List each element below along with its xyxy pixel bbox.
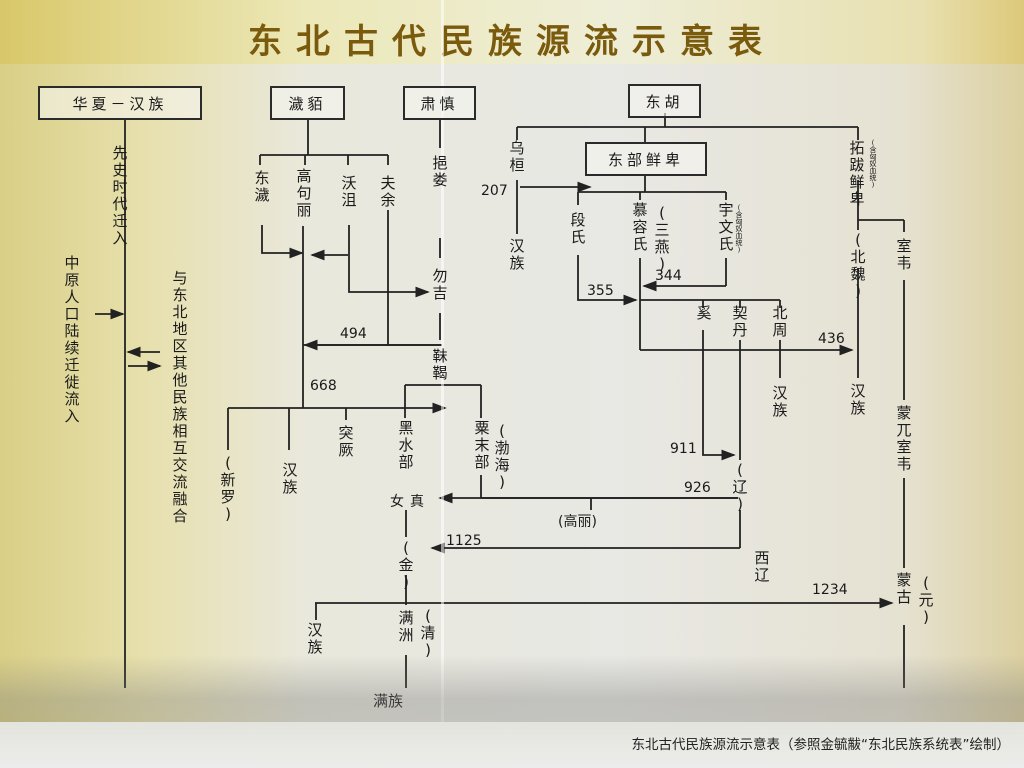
box-sushen: 肃慎 (403, 86, 476, 120)
year-926: 926 (684, 480, 711, 496)
label-wuju: 沃 沮 (341, 174, 357, 209)
box-huimo: 濊貊 (270, 86, 345, 120)
year-494: 494 (340, 326, 367, 342)
label-xianshi: 先 史 时 代 迁 入 (112, 144, 128, 247)
label-shiwei: 室 韦 (896, 237, 912, 272)
label-hanzu-4: 汉 族 (772, 384, 788, 419)
label-manzu: 满族 (373, 690, 403, 711)
label-tuoba-note: ( 含 匈 奴 血 统 ) (869, 139, 877, 189)
label-wuhuan: 乌 桓 (509, 139, 525, 174)
label-duanshi: 段 氏 (570, 211, 586, 246)
label-xi: 奚 (696, 304, 712, 322)
label-beizhou: 北 周 (772, 304, 788, 339)
year-668: 668 (310, 378, 337, 394)
label-donghui: 东 濊 (254, 169, 270, 204)
label-tujue: 突 厥 (338, 424, 354, 459)
label-menggu: 蒙 古 (896, 571, 912, 606)
label-yuwen-note: ( 含 匈 奴 血 统 ) (735, 204, 743, 254)
label-mohe: 靺 鞨 (432, 347, 448, 382)
year-911: 911 (670, 441, 697, 457)
glass-seam (441, 0, 444, 768)
page-title: 东北古代民族源流示意表 (248, 22, 776, 62)
label-qing: ( 清 ) (420, 607, 436, 659)
label-hanzu-3: 汉 族 (509, 237, 525, 272)
title-banner (0, 0, 1024, 64)
label-murongshi: 慕 容 氏 (632, 201, 648, 253)
box-huaxia: 华夏－汉族 (38, 86, 202, 120)
year-207: 207 (481, 183, 508, 199)
label-hanzu-5: 汉 族 (850, 382, 866, 417)
label-sumobu: 粟 末 部 (474, 419, 490, 471)
label-yu-dongbei: 与 东 北 地 区 其 他 民 族 相 互 交 流 融 合 (172, 269, 188, 525)
label-yuan: ( 元 ) (918, 574, 934, 626)
label-nvzhen: 女真 (390, 494, 430, 510)
label-manzhou: 满 洲 (398, 609, 414, 644)
label-hanzu-2: 汉 族 (307, 621, 323, 656)
year-355: 355 (587, 283, 614, 299)
label-jin: ( 金 ) (398, 539, 414, 591)
label-heishuibu: 黑 水 部 (398, 419, 414, 471)
box-donghu: 东胡 (628, 84, 701, 118)
label-sanyan: ( 三 燕 ) (654, 204, 670, 273)
label-wuji: 勿 吉 (432, 267, 448, 302)
label-xinluo: ( 新 罗 ) (220, 454, 236, 523)
label-bohai: ( 渤 海 ) (494, 422, 510, 491)
label-gaogouli: 高 句 丽 (296, 167, 312, 219)
caption-bar (0, 722, 1024, 768)
label-tuoba: 拓 跋 鲜 卑 (849, 139, 865, 208)
label-gaoli: (高丽) (558, 514, 597, 530)
year-436: 436 (818, 331, 845, 347)
label-hanzu-1: 汉 族 (282, 461, 298, 496)
label-beiwei: ( 北 魏 ) (850, 231, 866, 300)
year-344: 344 (655, 268, 682, 284)
year-1234: 1234 (812, 582, 848, 598)
label-yilou: 挹 娄 (432, 154, 448, 189)
year-1125: 1125 (446, 533, 482, 549)
box-dongbu-xianbei: 东部鲜卑 (585, 142, 707, 176)
label-fuyu: 夫 余 (380, 174, 396, 209)
caption: 东北古代民族源流示意表（参照金毓黻“东北民族系统表”绘制） (631, 737, 1011, 753)
label-mengwushiwei: 蒙 兀 室 韦 (896, 404, 912, 473)
landscape-decoration (0, 655, 1024, 735)
label-yuwenshi: 宇 文 氏 (718, 201, 734, 253)
label-zhongyuan: 中 原 人 口 陆 续 迁 徙 流 入 (64, 254, 80, 425)
label-qidan: 契 丹 (732, 304, 748, 339)
label-xiliao: 西 辽 (754, 549, 770, 584)
label-liao: ( 辽 ) (732, 461, 748, 513)
